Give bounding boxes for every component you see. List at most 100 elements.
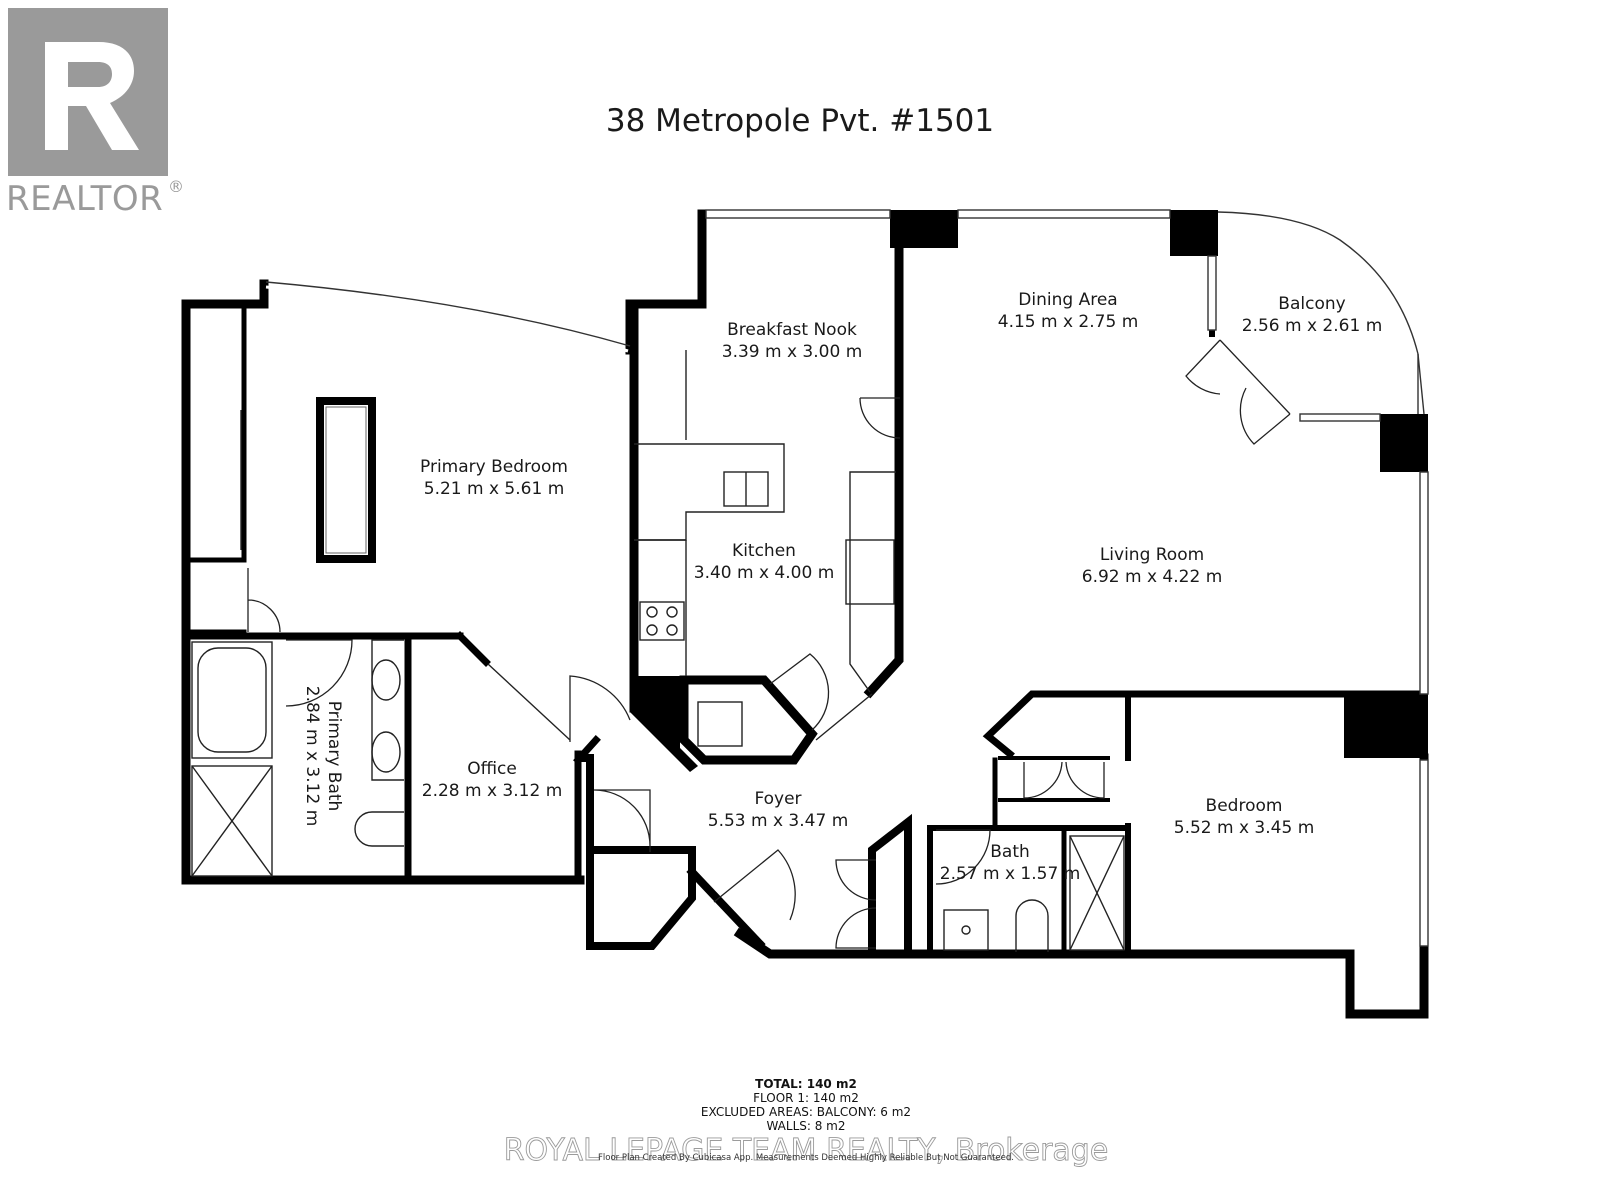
door-pantry: [769, 653, 830, 731]
wall-office-foyer-corner: [573, 735, 601, 765]
wall-foyer-entry: [686, 866, 766, 950]
kitchen-counter-right: [849, 471, 896, 693]
door-linen: [1023, 761, 1105, 799]
door-foyer-closet: [593, 789, 651, 852]
total-floor-1: FLOOR 1: 140 m2: [753, 1091, 859, 1105]
label-breakfast-nook-dim: 3.39 m x 3.00 m: [722, 342, 863, 362]
label-balcony-name: Balcony: [1278, 294, 1345, 314]
sink-primary-2: [371, 731, 401, 773]
windows: [265, 209, 1429, 947]
toilet-primary: [354, 811, 404, 847]
label-foyer-name: Foyer: [754, 789, 801, 809]
sink-bath-drain: [961, 925, 971, 935]
toilet-bath: [1015, 899, 1049, 952]
wall-kitchen-right: [863, 221, 904, 699]
vanity-primary: [371, 639, 404, 781]
label-breakfast-nook-name: Breakfast Nook: [727, 320, 857, 340]
door-balcony-frame: [1219, 339, 1291, 415]
sink-bath: [943, 909, 989, 951]
label-kitchen-dim: 3.40 m x 4.00 m: [694, 563, 835, 583]
window-dining: [957, 209, 1171, 219]
label-primary-bedroom-dim: 5.21 m x 5.61 m: [424, 479, 565, 499]
page-title: 38 Metropole Pvt. #1501: [606, 103, 994, 139]
door-primary-bath: [285, 639, 353, 707]
wall-left-wing-outer: [181, 279, 585, 885]
room-labels: Primary Bedroom 5.21 m x 5.61 m Breakfas…: [302, 290, 1382, 884]
realtor-registered-mark: ®: [168, 177, 185, 196]
bed-primary: [316, 397, 376, 563]
label-bath-dim: 2.57 m x 1.57 m: [940, 864, 1081, 884]
sink-primary-1: [371, 659, 401, 701]
window-living-right: [1419, 471, 1429, 695]
label-primary-bedroom-name: Primary Bedroom: [420, 457, 568, 477]
window-nook: [705, 209, 891, 219]
door-bath: [935, 829, 991, 885]
label-primary-bath-name: Primary Bath: [324, 701, 344, 812]
label-primary-bath: Primary Bath 2.84 m x 3.12 m: [302, 686, 344, 827]
total-walls: WALLS: 8 m2: [766, 1119, 845, 1133]
window-balcony-bottom: [1299, 413, 1381, 422]
brokerage-watermark: ROYAL LEPAGE TEAM REALTY, Brokerage: [504, 1133, 1109, 1168]
opening-kitchen: [815, 693, 873, 741]
door-balcony-left: [1185, 339, 1221, 395]
total-area: TOTAL: 140 m2: [755, 1077, 857, 1091]
door-primary-closet: [247, 568, 281, 633]
wall-bedroom-outer: [733, 753, 1429, 1019]
label-dining-area-name: Dining Area: [1018, 290, 1117, 310]
stove-burner-2: [666, 606, 678, 618]
opening-office: [487, 663, 571, 741]
column-top-left: [890, 210, 958, 248]
fridge: [845, 539, 895, 605]
door-entry: [713, 849, 796, 921]
wall-foyer-closet: [576, 754, 696, 950]
realtor-r-letter: [45, 42, 139, 150]
wall-kitchen-bottom-left: [630, 676, 698, 772]
label-living-room-name: Living Room: [1100, 545, 1204, 565]
stove: [639, 601, 685, 641]
realtor-logo: REALTOR ®: [6, 8, 185, 219]
doors: [247, 339, 1291, 949]
column-right: [1380, 414, 1428, 472]
shower-primary: [191, 765, 273, 877]
shower-bath-x2: [1069, 835, 1125, 951]
label-foyer-dim: 5.53 m x 3.47 m: [708, 811, 849, 831]
stove-burner-4: [666, 624, 678, 636]
column-bedroom: [1344, 692, 1428, 758]
label-primary-bath-dim: 2.84 m x 3.12 m: [302, 686, 322, 827]
label-kitchen-name: Kitchen: [732, 541, 796, 561]
label-dining-area-dim: 4.15 m x 2.75 m: [998, 312, 1139, 332]
label-bath-name: Bath: [990, 842, 1030, 862]
bed-primary-inner: [325, 406, 367, 554]
wall-nook-left: [625, 209, 711, 355]
bathtub-basin: [197, 647, 267, 753]
label-balcony-dim: 2.56 m x 2.61 m: [1242, 316, 1383, 336]
pantry-appliance: [697, 701, 743, 747]
shower-primary-x2: [191, 765, 273, 877]
label-living-room-dim: 6.92 m x 4.22 m: [1082, 567, 1223, 587]
column-top-right: [1170, 210, 1218, 256]
walls: [181, 209, 1429, 1019]
stove-burner-3: [646, 624, 658, 636]
fixtures: [191, 350, 1125, 952]
realtor-logo-text: REALTOR: [6, 179, 163, 219]
door-office: [569, 675, 631, 742]
label-bedroom-dim: 5.52 m x 3.45 m: [1174, 818, 1315, 838]
kitchen-counter-top: [634, 443, 785, 541]
total-excluded-areas: EXCLUDED AREAS: BALCONY: 6 m2: [701, 1105, 911, 1119]
window-balcony-railing: [1217, 211, 1425, 415]
window-bedroom-right: [1419, 759, 1429, 947]
window-primary-bedroom-inner: [265, 285, 629, 353]
door-balcony-right: [1239, 387, 1291, 445]
stove-burner-1: [646, 606, 658, 618]
shower-bath: [1069, 835, 1125, 951]
wall-pantry: [679, 675, 818, 765]
window-balcony-left: [1207, 255, 1217, 331]
label-bedroom-name: Bedroom: [1206, 796, 1283, 816]
door-nook-closet: [859, 397, 901, 439]
wall-living-bottom: [982, 690, 1428, 759]
door-foyer-right-closet: [835, 859, 877, 949]
wall-foyer-right-closet: [868, 813, 912, 958]
label-office-dim: 2.28 m x 3.12 m: [422, 781, 563, 801]
bathtub: [191, 641, 273, 759]
